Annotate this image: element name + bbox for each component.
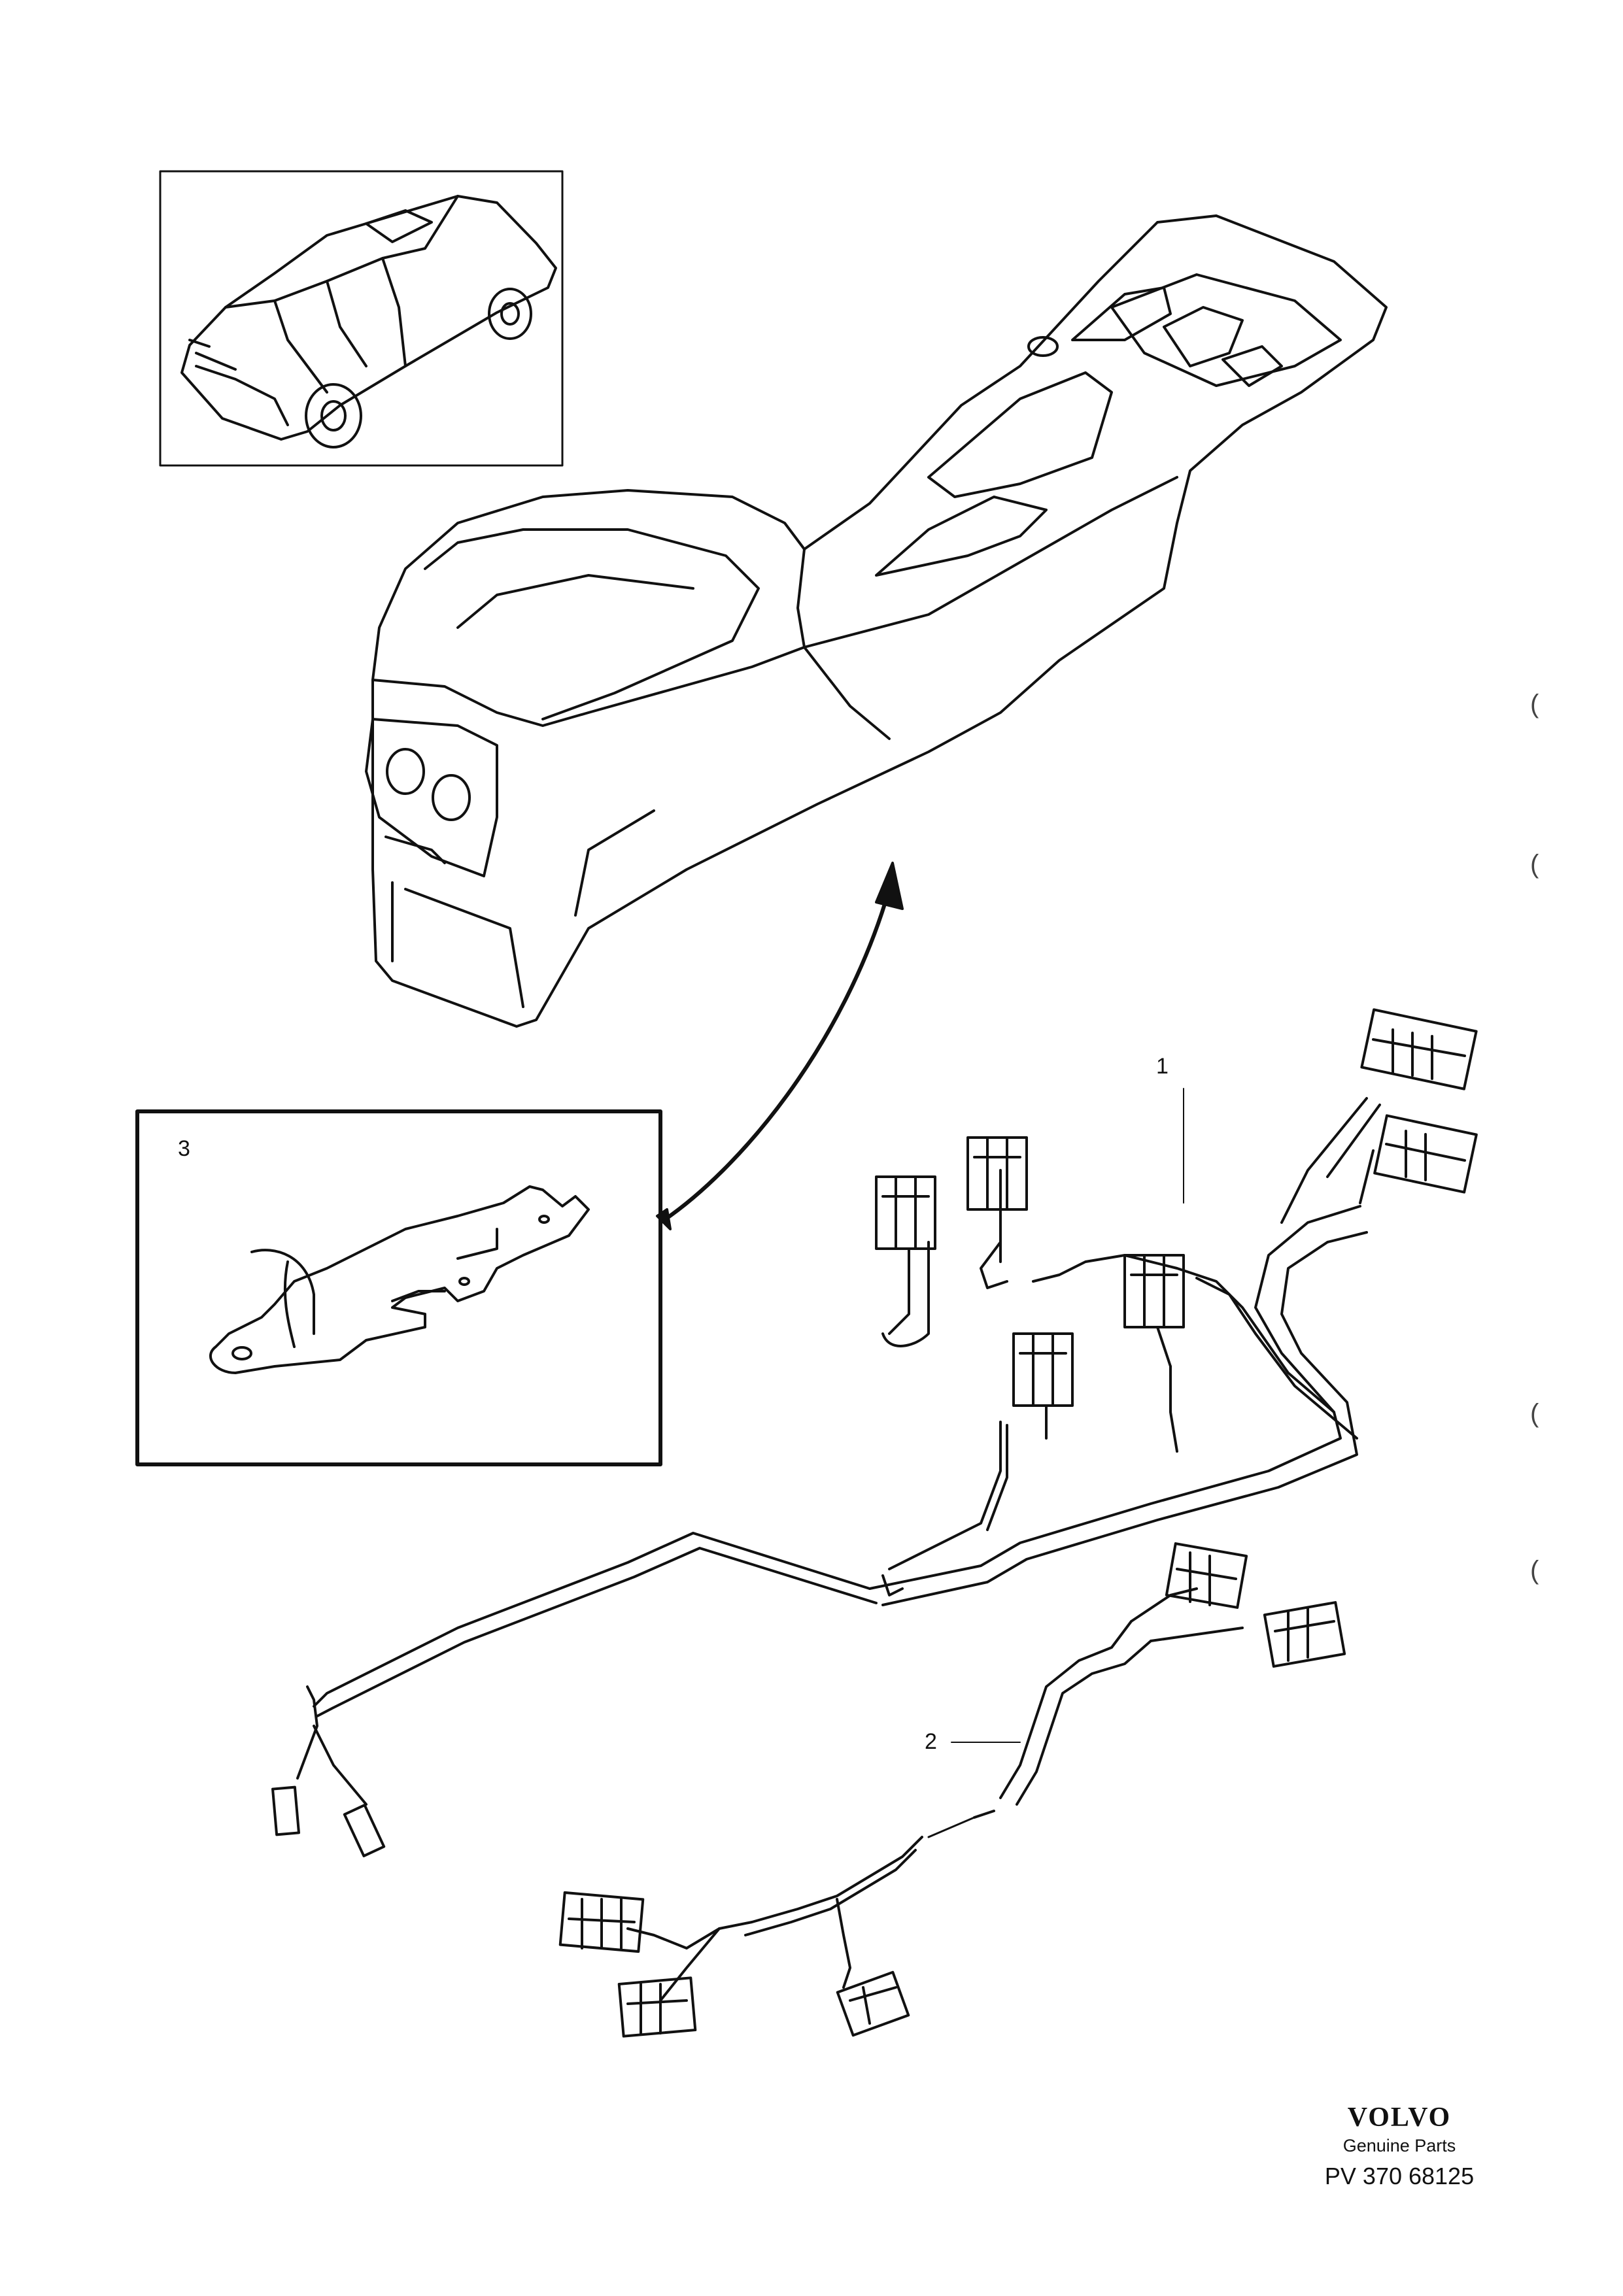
callout-3: 3 <box>178 1136 190 1161</box>
volvo-logo: VOLVO <box>1347 2102 1452 2133</box>
margin-mark: ( <box>1530 850 1539 879</box>
margin-mark: ( <box>1530 690 1539 718</box>
margin-mark: ( <box>1530 1556 1539 1585</box>
brand-subtitle: Genuine Parts <box>1342 2136 1456 2155</box>
margin-mark: ( <box>1530 1399 1539 1428</box>
wiring-harness-main <box>271 1008 1478 1857</box>
callout-leaders <box>951 1088 1184 1743</box>
center-console <box>365 214 1388 1028</box>
callout-2: 2 <box>925 1729 937 1754</box>
callout-1: 1 <box>1156 1054 1169 1079</box>
mounting-arrow <box>656 862 904 1230</box>
wiring-harness-extension <box>558 1542 1346 2038</box>
brand-block: VOLVO Genuine Parts PV 370 68125 <box>1301 2102 1497 2190</box>
vehicle-overview-inset <box>159 170 564 467</box>
diagram-reference: PV 370 68125 <box>1324 2163 1475 2189</box>
bracket-inset <box>135 1109 662 1466</box>
